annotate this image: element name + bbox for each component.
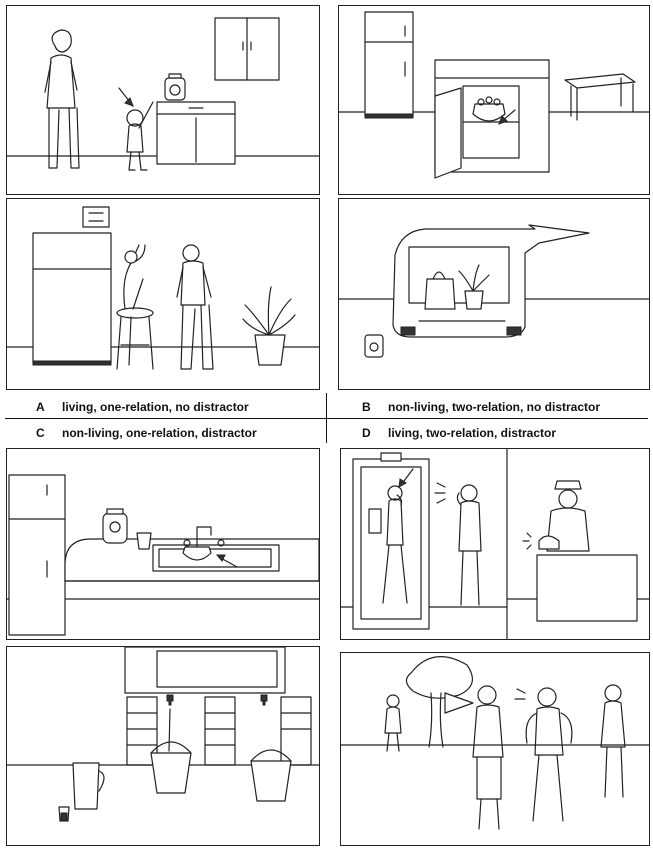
potted-plant — [243, 287, 295, 365]
officer-figure — [547, 481, 589, 551]
phone-booth — [353, 453, 429, 629]
tree — [406, 657, 472, 747]
caption-b-letter: B — [362, 400, 371, 414]
panel-d-scene-1 — [340, 448, 650, 640]
person-with-megaphone — [445, 686, 503, 829]
person-in-booth — [383, 486, 407, 603]
caption-a-letter: A — [36, 400, 45, 414]
scene-car-trunk — [339, 199, 649, 389]
panel-a-scene-2 — [6, 198, 320, 390]
cookie-jar — [165, 74, 185, 100]
pot — [473, 97, 505, 121]
building-wall — [125, 647, 311, 765]
cup — [137, 533, 151, 549]
caption-c-text: non-living, one-relation, distractor — [62, 426, 257, 440]
refrigerator-side — [9, 475, 65, 635]
panel-c-scene-2 — [6, 646, 320, 846]
grocery-bag — [425, 272, 455, 309]
panel-c-scene-1 — [6, 448, 320, 640]
small-cup — [59, 807, 69, 821]
panel-d-scene-2 — [340, 652, 650, 846]
man-shouting — [515, 688, 572, 821]
woman-figure — [45, 30, 79, 168]
plant-in-trunk — [459, 265, 489, 309]
panel-b-scene-2 — [338, 198, 650, 390]
child-figure — [127, 102, 153, 170]
wall-cabinet — [215, 18, 279, 80]
brick-pillars — [127, 697, 311, 765]
vertical-divider — [326, 393, 327, 443]
scene-cabinet-pot — [339, 6, 649, 194]
counter — [65, 539, 319, 581]
person-calling — [435, 483, 481, 605]
desk — [537, 555, 637, 621]
scene-phone-booth — [341, 449, 649, 639]
bucket-under-tap — [151, 709, 191, 793]
counter-cabinet — [157, 102, 235, 164]
faucet — [184, 527, 224, 547]
can-on-ground — [365, 335, 383, 357]
refrigerator — [33, 207, 111, 365]
cookie-jar — [103, 509, 127, 543]
telephone — [523, 533, 559, 549]
scene-water-taps — [7, 647, 319, 845]
stool — [117, 308, 153, 369]
pot-in-sink — [183, 547, 211, 560]
tap-left — [167, 695, 173, 705]
bucket-right — [251, 750, 291, 801]
panel-b-scene-1 — [338, 5, 650, 195]
scene-kitchen-sink — [7, 449, 319, 639]
panel-a-scene-1 — [6, 5, 320, 195]
caption-d-text: living, two-relation, distractor — [388, 426, 557, 440]
caption-d-letter: D — [362, 426, 371, 440]
scene-megaphone — [341, 653, 649, 845]
jug — [73, 763, 104, 809]
man-figure — [177, 245, 213, 369]
refrigerator — [365, 12, 413, 118]
woman-figure — [601, 685, 625, 797]
child-figure — [385, 695, 401, 751]
car — [393, 225, 589, 337]
tap-right — [261, 695, 267, 705]
caption-c-letter: C — [36, 426, 45, 440]
climbing-figure — [124, 245, 145, 309]
caption-b-text: non-living, two-relation, no distractor — [388, 400, 600, 414]
table — [565, 74, 635, 120]
caption-a-text: living, one-relation, no distractor — [62, 400, 249, 414]
scene-climbing-refrigerator — [7, 199, 319, 389]
scene-child-reaching-jar — [7, 6, 319, 194]
